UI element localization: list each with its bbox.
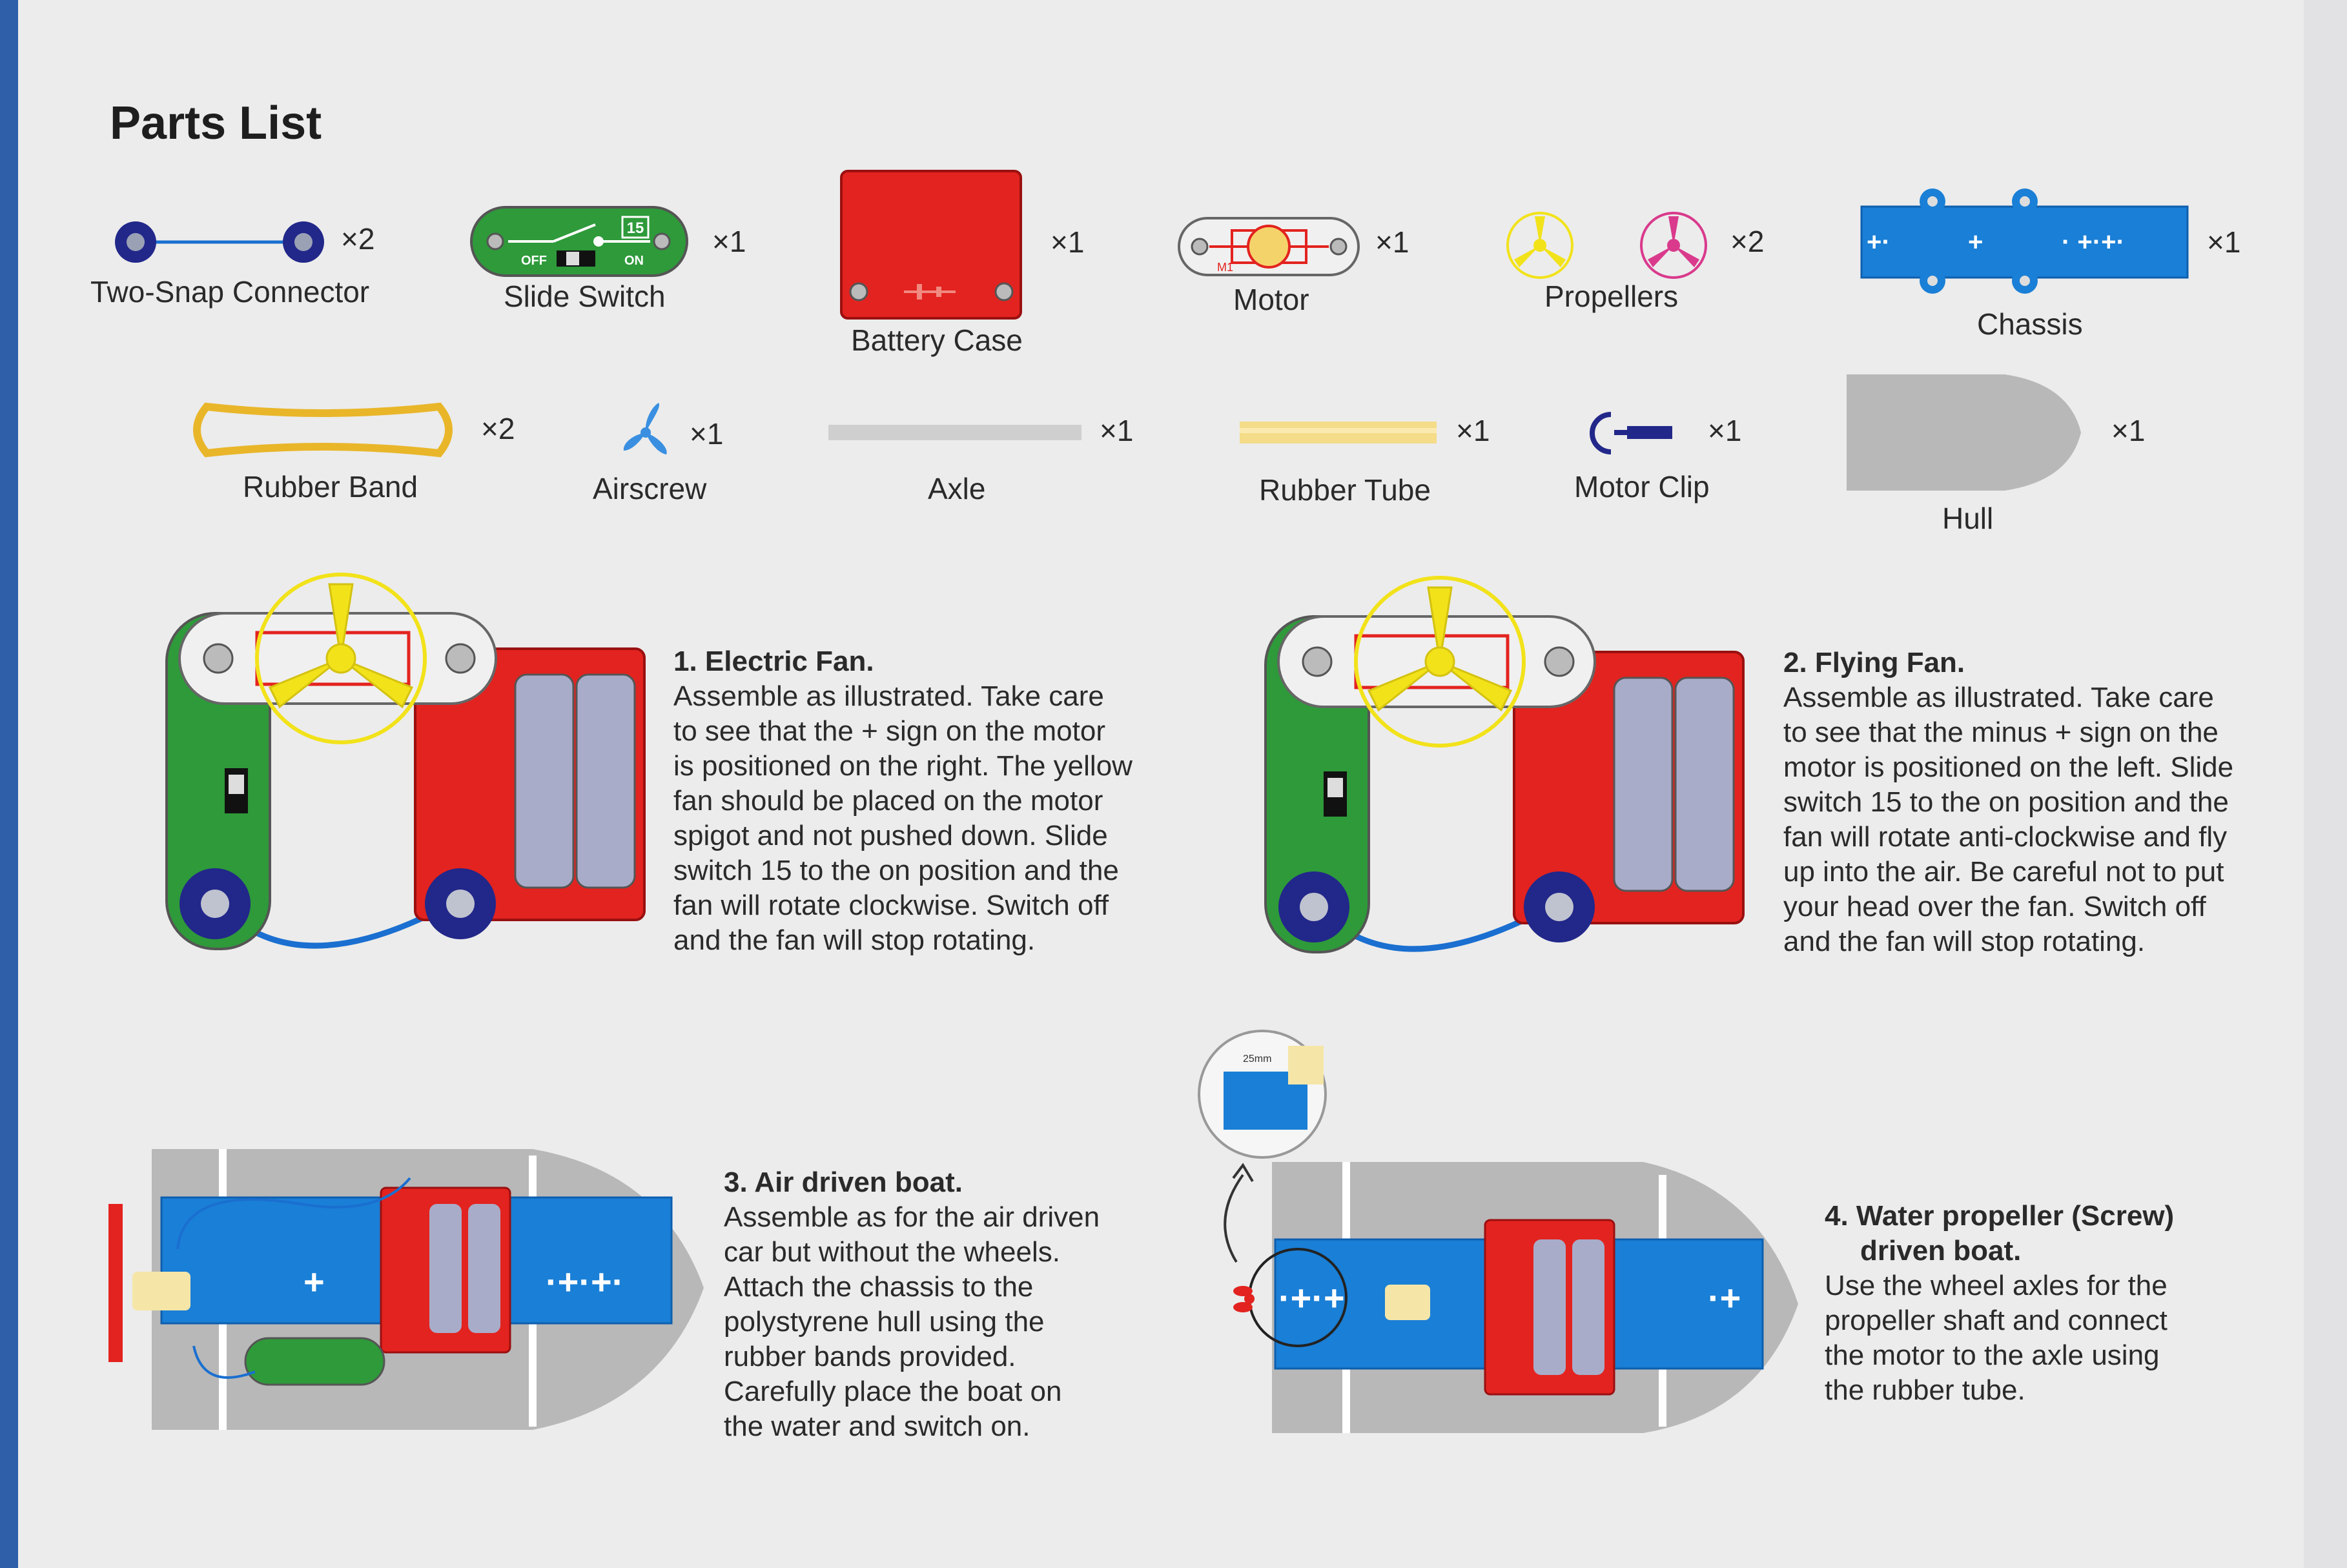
propeller-icon [1506,212,1707,279]
step-line: and the fan will stop rotating. [1783,926,2146,957]
part-qty: ×2 [481,412,515,445]
step-line: switch 15 to the on position and the [673,855,1119,886]
chassis-icon: +· + · +·+· [1860,188,2189,294]
part-label: Two-Snap Connector [90,275,370,309]
step-line: to see that the minus + sign on the [1783,717,2219,748]
part-qty: ×1 [690,417,724,451]
step-line: fan should be placed on the motor [673,785,1103,817]
step-1-text: 1. Electric Fan. Assemble as illustrated… [673,644,1190,958]
snap-connector-icon [115,221,324,263]
part-label: Airscrew [593,472,707,505]
electric-fan-illustration [165,573,646,950]
step-3-text: 3. Air driven boat. Assemble as for the … [724,1165,1176,1444]
part-qty: ×1 [2207,225,2241,259]
svg-text:+·: +· [1867,228,1891,256]
part-label: Hull [1942,502,1994,535]
step-line: Assemble as illustrated. Take care [1783,682,2214,713]
step-line: switch 15 to the on position and the [1783,786,2229,818]
step-heading: 3. Air driven boat. [724,1166,963,1198]
step-line: the rubber tube. [1825,1374,2025,1406]
step-4-text: 4. Water propeller (Screw) driven boat. … [1825,1199,2277,1408]
step-2-text: 2. Flying Fan. Assemble as illustrated. … [1783,646,2300,959]
motor-icon: M1 [1178,217,1360,276]
switch-number: 15 [627,219,644,237]
part-qty: ×1 [1375,225,1409,259]
switch-on-mark: ON [624,254,644,268]
part-label: Rubber Tube [1259,473,1431,507]
step-line: rubber bands provided. [724,1341,1016,1372]
step-line: Carefully place the boat on [724,1376,1062,1407]
part-qty: ×2 [341,222,375,256]
page-title: Parts List [110,97,322,149]
slide-switch-icon: 15 OFF ON [470,206,688,277]
step-heading: 1. Electric Fan. [673,646,874,677]
part-label: Axle [928,472,986,505]
axle-icon [828,425,1081,440]
part-label: Slide Switch [504,280,666,313]
part-label: Propellers [1544,280,1679,313]
svg-text:· +·+·: · +·+· [2062,228,2125,256]
part-label: Rubber Band [243,470,418,504]
step-line: motor is positioned on the left. Slide [1783,751,2234,783]
motor-clip-icon [1590,412,1672,454]
part-label: Motor [1233,283,1309,316]
part-label: Chassis [1977,307,2083,341]
step-line: polystyrene hull using the [724,1306,1045,1338]
rubber-tube-icon [1240,422,1437,443]
step-line: is positioned on the right. The yellow [673,750,1133,782]
step-line: and the fan will stop rotating. [673,924,1036,956]
battery-case-icon [840,170,1022,320]
step-line: Use the wheel axles for the [1825,1270,2168,1301]
rubber-band-icon [193,402,453,458]
step-line: spigot and not pushed down. Slide [673,820,1108,851]
part-qty: ×1 [712,225,746,258]
water-propeller-boat-illustration: 25mm ·+·+·+ [1198,1030,1798,1433]
svg-text:·+·+·: ·+·+· [546,1261,624,1302]
svg-text:·+: ·+ [1708,1278,1741,1318]
step-line: fan will rotate anti-clockwise and fly [1783,821,2228,853]
sheet-edge [2304,0,2347,1568]
hull-icon [1847,374,2081,491]
part-qty: ×1 [1708,414,1742,447]
switch-off-mark: OFF [521,254,547,268]
airscrew-icon [623,403,667,454]
svg-text:+: + [303,1261,325,1302]
step-heading: 2. Flying Fan. [1783,647,1965,678]
step-line: the water and switch on. [724,1410,1030,1442]
step-line: propeller shaft and connect [1825,1305,2168,1336]
step-line: the motor to the axle using [1825,1339,2160,1371]
part-qty: ×1 [1456,414,1490,447]
part-qty: ×1 [2111,414,2146,447]
step-line: Assemble as illustrated. Take care [673,680,1104,712]
step-line: Attach the chassis to the [724,1271,1034,1303]
step-line: Assemble as for the air driven [724,1201,1100,1233]
flying-fan-illustration [1264,576,1745,953]
detail-measure: 25mm [1243,1054,1271,1064]
step-heading-continued: driven boat. [1860,1235,2022,1267]
part-label: Motor Clip [1574,470,1710,504]
step-line: car but without the wheels. [724,1236,1060,1268]
part-qty: ×1 [1051,225,1085,259]
air-boat-illustration: + ·+·+· [108,1149,704,1430]
step-line: up into the air. Be careful not to put [1783,856,2224,888]
motor-number: M1 [1217,261,1233,274]
svg-text:·+·+: ·+·+ [1278,1278,1345,1318]
step-line: your head over the fan. Switch off [1783,891,2206,922]
part-qty: ×2 [1730,225,1765,258]
part-qty: ×1 [1100,414,1134,447]
part-label: Battery Case [851,323,1023,357]
step-heading: 4. Water propeller (Screw) [1825,1200,2175,1232]
svg-text:+: + [1968,228,1983,256]
step-line: to see that the + sign on the motor [673,715,1105,747]
step-line: fan will rotate clockwise. Switch off [673,890,1109,921]
